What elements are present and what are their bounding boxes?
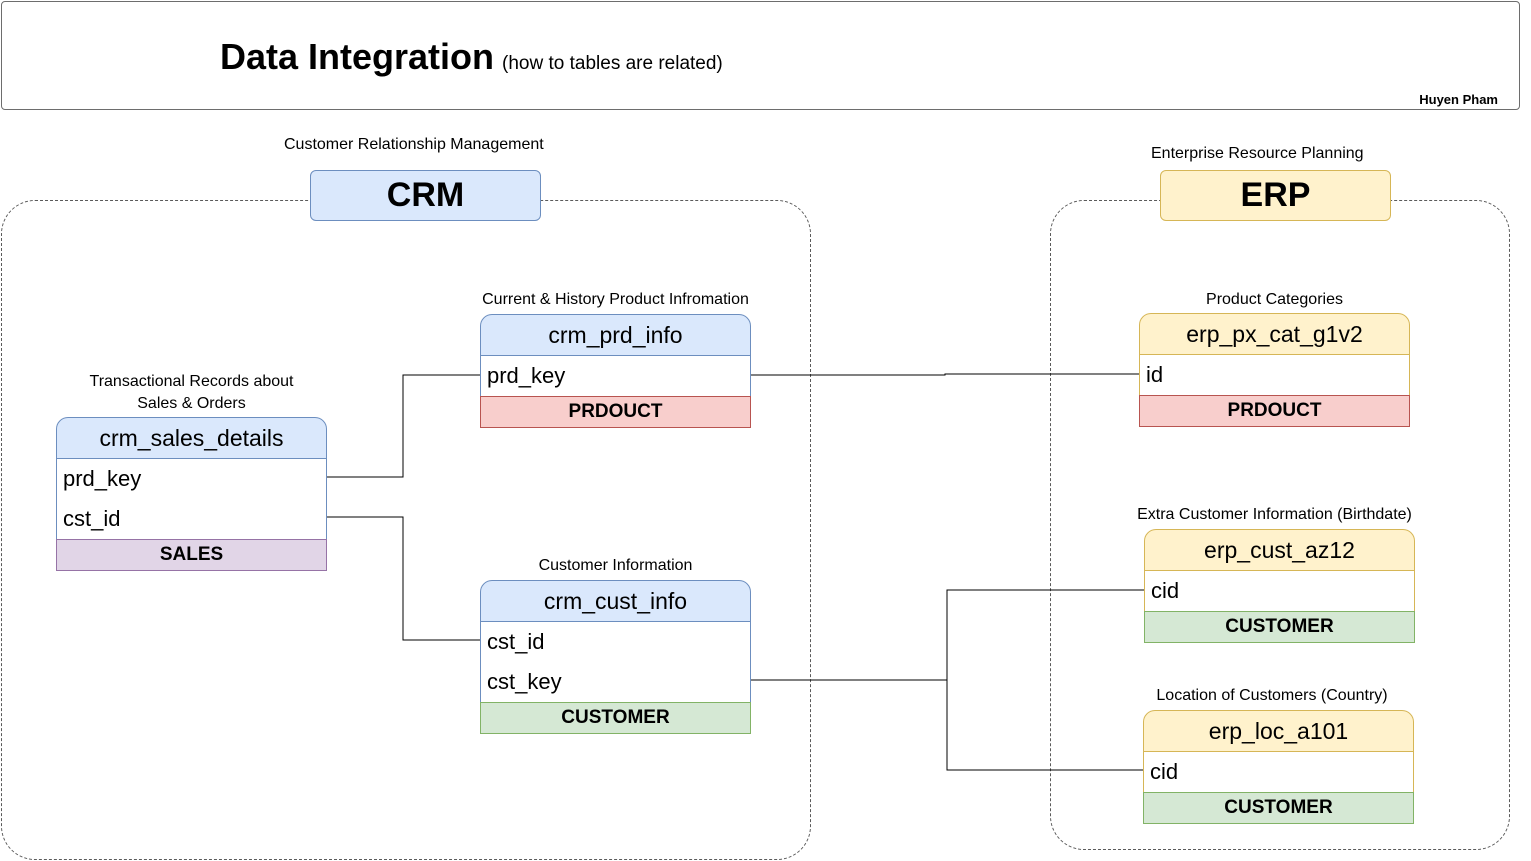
crm-label[interactable]: CRM — [310, 170, 541, 221]
table-header[interactable]: crm_sales_details — [56, 417, 327, 459]
link-sales-prd — [327, 374, 481, 478]
header-box — [1, 1, 1520, 110]
table-header[interactable]: erp_cust_az12 — [1144, 529, 1415, 571]
table-tag: CUSTOMER — [1143, 792, 1414, 824]
table-caption-pxcat: Product Categories — [1206, 291, 1343, 308]
title-subtitle: (how to tables are related) — [502, 53, 723, 74]
table-crm-sales-details[interactable]: crm_sales_details prd_key cst_id SALES — [56, 417, 327, 571]
link-sales-cust — [327, 516, 481, 641]
table-tag: PRDOUCT — [480, 396, 751, 428]
table-erp-loc-a101[interactable]: erp_loc_a101 cid CUSTOMER — [1143, 710, 1414, 824]
field-cid[interactable]: cid — [1144, 571, 1415, 611]
table-caption-az12: Extra Customer Information (Birthdate) — [1137, 506, 1412, 523]
field-cst-key[interactable]: cst_key — [480, 662, 751, 702]
table-caption-cust: Customer Information — [538, 557, 693, 574]
caption-line: Transactional Records about — [89, 373, 294, 390]
table-header[interactable]: crm_cust_info — [480, 580, 751, 622]
table-caption-sales: Transactional Records about Sales & Orde… — [56, 371, 327, 415]
table-tag: SALES — [56, 539, 327, 571]
erp-caption: Enterprise Resource Planning — [1151, 145, 1364, 162]
field-prd-key[interactable]: prd_key — [56, 459, 327, 499]
crm-caption: Customer Relationship Management — [284, 136, 544, 153]
field-id[interactable]: id — [1139, 355, 1410, 395]
table-erp-cust-az12[interactable]: erp_cust_az12 cid CUSTOMER — [1144, 529, 1415, 643]
link-prd-pxcat — [750, 373, 1140, 376]
erp-label[interactable]: ERP — [1160, 170, 1391, 221]
link-cust-az12 — [750, 589, 1145, 681]
field-cid[interactable]: cid — [1143, 752, 1414, 792]
table-tag: CUSTOMER — [480, 702, 751, 734]
table-header[interactable]: crm_prd_info — [480, 314, 751, 356]
table-erp-px-cat-g1v2[interactable]: erp_px_cat_g1v2 id PRDOUCT — [1139, 313, 1410, 427]
field-cst-id[interactable]: cst_id — [480, 622, 751, 662]
caption-line: Sales & Orders — [137, 395, 246, 412]
table-caption-loc: Location of Customers (Country) — [1156, 687, 1388, 704]
title-main: Data Integration — [220, 36, 495, 77]
table-tag: CUSTOMER — [1144, 611, 1415, 643]
table-crm-prd-info[interactable]: crm_prd_info prd_key PRDOUCT — [480, 314, 751, 428]
author-name: Huyen Pham — [1419, 92, 1498, 107]
page-title: Data Integration (how to tables are relat… — [220, 36, 723, 78]
field-prd-key[interactable]: prd_key — [480, 356, 751, 396]
table-tag: PRDOUCT — [1139, 395, 1410, 427]
table-caption-prd: Current & History Product Infromation — [482, 291, 749, 308]
table-header[interactable]: erp_px_cat_g1v2 — [1139, 313, 1410, 355]
field-cst-id[interactable]: cst_id — [56, 499, 327, 539]
table-crm-cust-info[interactable]: crm_cust_info cst_id cst_key CUSTOMER — [480, 580, 751, 734]
link-cust-loc — [946, 680, 1144, 771]
table-header[interactable]: erp_loc_a101 — [1143, 710, 1414, 752]
